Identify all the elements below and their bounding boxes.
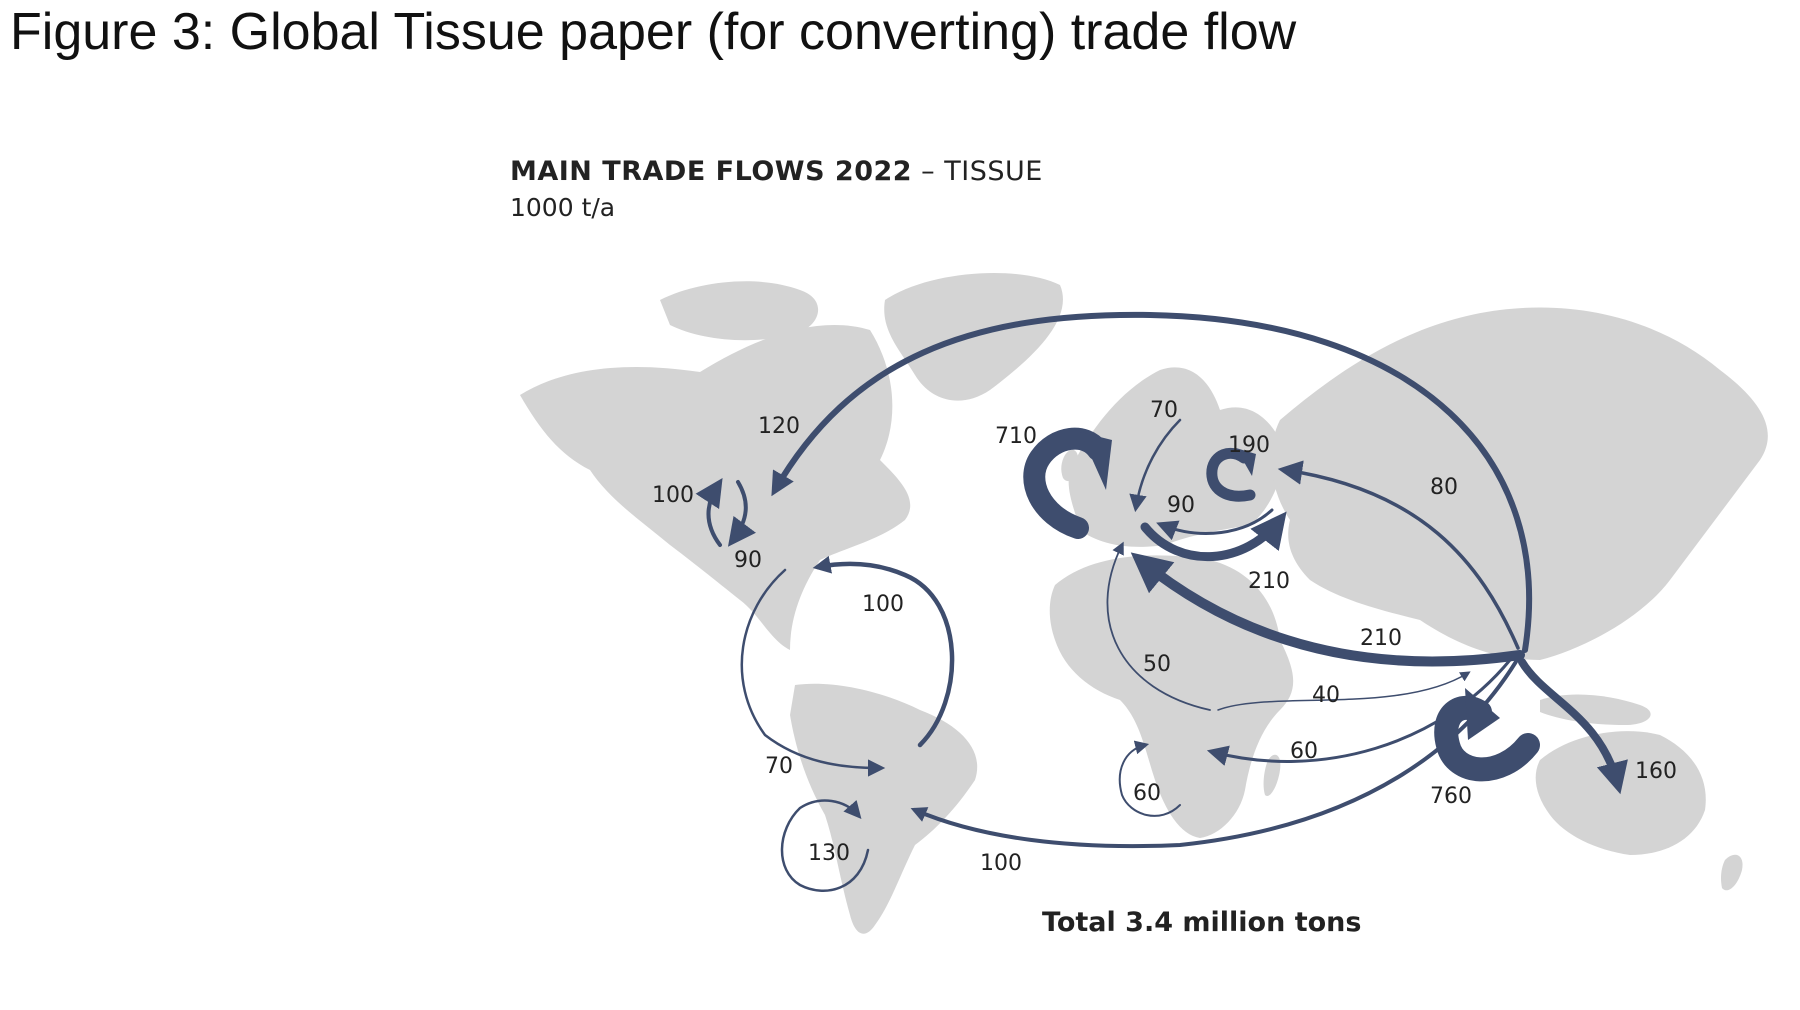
heading-rest: – TISSUE (912, 156, 1043, 187)
flow-asia-to-north-america (771, 311, 1533, 653)
trade-flows (695, 311, 1628, 892)
land-masses (520, 273, 1768, 934)
label-asia-intra: 760 (1430, 784, 1472, 809)
indonesia-land (1540, 694, 1651, 725)
new-zealand-land (1721, 854, 1743, 891)
flow-north-america-to-south-america (740, 568, 886, 777)
label-nordics-to-europe: 70 (1150, 398, 1178, 423)
flow-asia-to-africa (1206, 658, 1512, 766)
europe-land (1068, 367, 1283, 547)
label-europe-intra: 710 (995, 424, 1037, 449)
heading-bold: MAIN TRADE FLOWS 2022 (510, 156, 913, 187)
label-asia-to-north-america: 120 (758, 414, 800, 439)
label-asia-to-russia: 80 (1430, 475, 1458, 500)
label-north-america-intra-a: 100 (652, 483, 694, 508)
label-africa-to-europe: 50 (1143, 652, 1171, 677)
flow-africa-to-europe (1106, 541, 1211, 711)
flow-europe-intra-arrowhead (1080, 432, 1112, 490)
flow-labels: 120 100 90 100 70 130 100 710 70 190 90 … (652, 398, 1677, 876)
label-europe-to-russia: 210 (1248, 569, 1290, 594)
label-asia-to-oceania: 160 (1635, 759, 1677, 784)
australia-land (1535, 731, 1706, 855)
flow-asia-to-europe (1130, 552, 1525, 667)
total-label: Total 3.4 million tons (1042, 907, 1361, 938)
flow-asia-to-oceania (1518, 658, 1628, 795)
flow-asia-to-russia (1277, 460, 1520, 650)
label-north-america-to-south-america: 70 (765, 754, 793, 779)
flow-south-america-intra (780, 799, 870, 892)
south-america-land (790, 683, 978, 934)
flow-africa-to-asia (1217, 671, 1471, 711)
arctic-islands-land (660, 281, 819, 341)
label-russia-to-europe: 90 (1167, 493, 1195, 518)
label-north-america-intra-b: 90 (734, 548, 762, 573)
flow-north-america-intra-b (727, 480, 756, 547)
flow-asia-to-south-america (910, 653, 1522, 849)
flow-nordics-to-europe (1129, 418, 1182, 513)
japan-land (1697, 464, 1716, 502)
label-asia-to-europe: 210 (1360, 626, 1402, 651)
map-heading: MAIN TRADE FLOWS 2022 – TISSUE 1000 t/a (510, 156, 1043, 222)
flow-russia-intra-arrowhead (1236, 448, 1256, 476)
label-africa-to-asia: 40 (1312, 683, 1340, 708)
figure-title: Figure 3: Global Tissue paper (for conve… (10, 3, 1297, 61)
flow-europe-to-russia (1140, 511, 1287, 561)
madagascar-land (1263, 754, 1281, 796)
flow-north-america-intra-a (695, 477, 723, 547)
asia-land (1271, 307, 1768, 660)
flow-africa-intra (1118, 740, 1181, 817)
flow-russia-intra (1206, 447, 1256, 502)
label-asia-to-africa: 60 (1290, 739, 1318, 764)
label-asia-to-south-america: 100 (980, 851, 1022, 876)
unit-label: 1000 t/a (510, 193, 616, 222)
flow-asia-intra-arrowhead (1465, 688, 1500, 740)
flow-europe-intra (1023, 427, 1109, 539)
flow-south-america-to-north-america (812, 555, 955, 748)
label-south-america-to-north-america: 100 (862, 592, 904, 617)
flow-asia-intra (1434, 695, 1540, 782)
label-africa-intra: 60 (1133, 781, 1161, 806)
label-russia-intra: 190 (1228, 433, 1270, 458)
uk-land (1061, 449, 1079, 482)
label-south-america-intra: 130 (808, 841, 850, 866)
